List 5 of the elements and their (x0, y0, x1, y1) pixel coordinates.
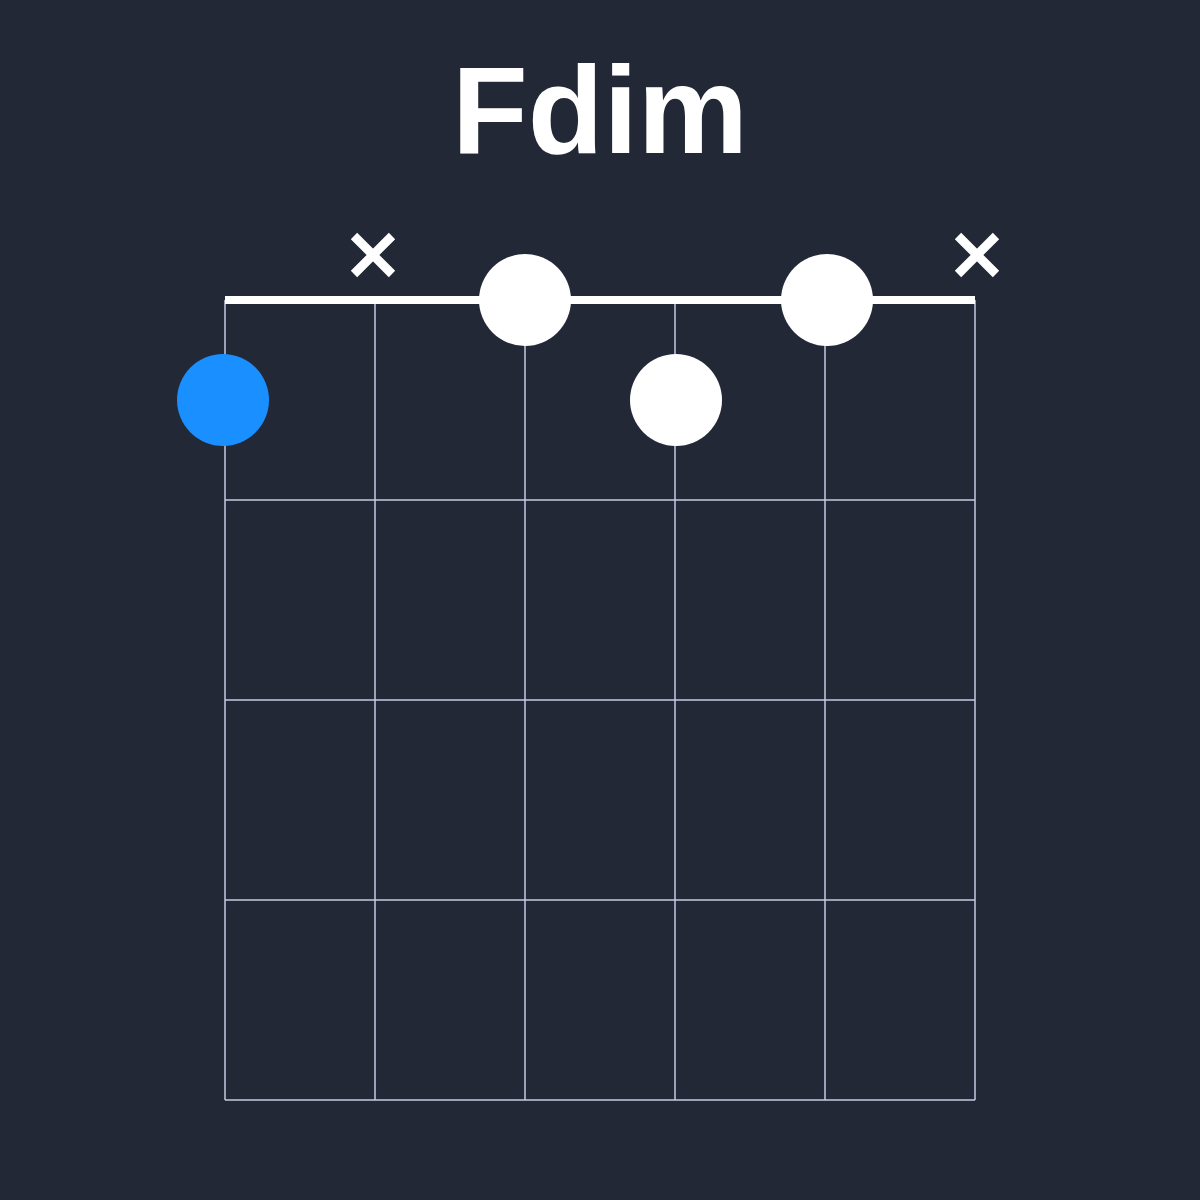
root-finger-dot (177, 354, 269, 446)
finger-dot (781, 254, 873, 346)
finger-dot (630, 354, 722, 446)
chord-title: Fdim (450, 40, 750, 180)
finger-dot (479, 254, 571, 346)
